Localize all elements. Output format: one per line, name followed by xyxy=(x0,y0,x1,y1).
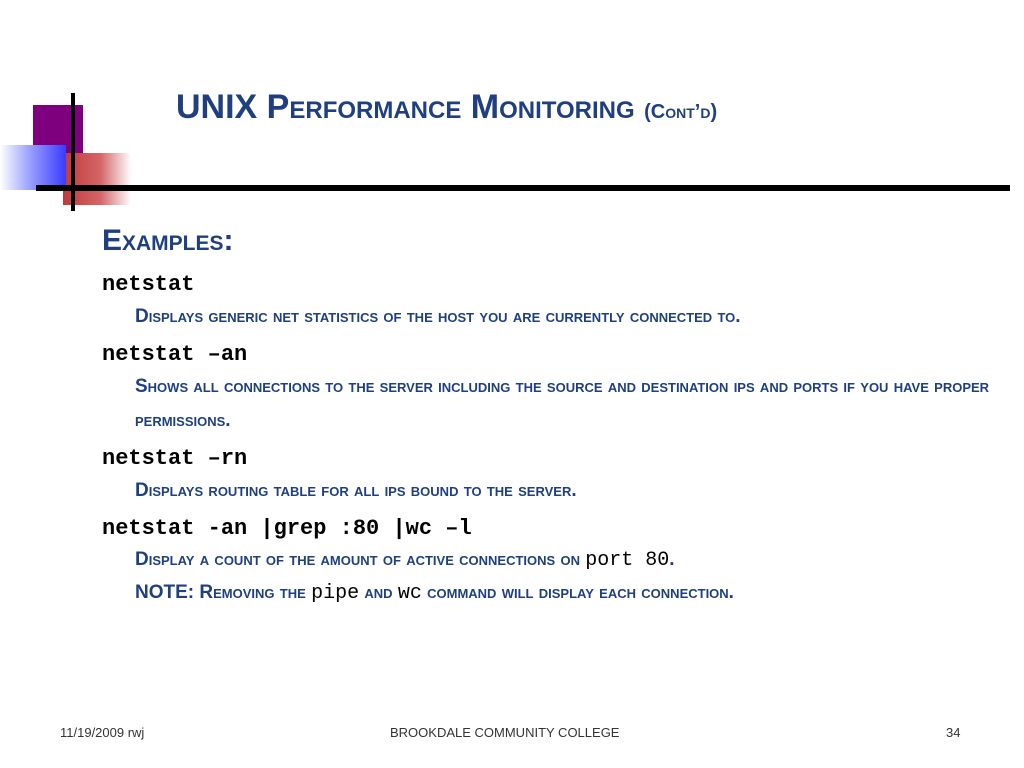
footer-date: 11/19/2009 rwj xyxy=(60,725,145,740)
note-text-3: command will display each connection. xyxy=(427,582,734,603)
code-port-80: port 80 xyxy=(585,549,670,572)
slide-title-text: UNIX Performance Monitoring xyxy=(176,88,635,126)
decor-blue-square xyxy=(0,145,66,190)
code-pipe: pipe xyxy=(311,582,360,605)
command-netstat-grep-wc: netstat -an |grep :80 |wc –l xyxy=(102,516,472,541)
desc-netstat-an: Shows all connections to the server incl… xyxy=(135,376,990,431)
slide-title: UNIX Performance Monitoring (Cont’d) xyxy=(176,88,717,127)
desc-netstat: Displays generic net statistics of the h… xyxy=(135,306,741,327)
desc-netstat-grep-wc: Display a count of the amount of active … xyxy=(135,544,1014,577)
desc-count-period: . xyxy=(669,549,675,570)
code-wc: wc xyxy=(397,582,422,605)
footer-college: BROOKDALE COMMUNITY COLLEGE xyxy=(390,725,620,740)
note-text-1: NOTE: Removing the xyxy=(135,582,306,603)
command-netstat: netstat xyxy=(102,272,195,297)
footer-slide-number: 34 xyxy=(946,725,961,740)
title-underline xyxy=(36,185,1010,191)
note-text-2: and xyxy=(364,582,393,603)
desc-note: NOTE: Removing the pipe and wc command w… xyxy=(135,577,1014,610)
desc-netstat-rn: Displays routing table for all ips bound… xyxy=(135,480,577,501)
slide-content: Examples: netstat Displays generic net s… xyxy=(102,222,1014,610)
slide-title-suffix: (Cont’d) xyxy=(644,101,718,123)
desc-count-text: Display a count of the amount of active … xyxy=(135,549,580,570)
command-netstat-rn: netstat –rn xyxy=(102,446,248,471)
command-netstat-an: netstat –an xyxy=(102,342,248,367)
examples-heading: Examples: xyxy=(102,224,234,257)
decor-vertical-line xyxy=(71,93,75,211)
